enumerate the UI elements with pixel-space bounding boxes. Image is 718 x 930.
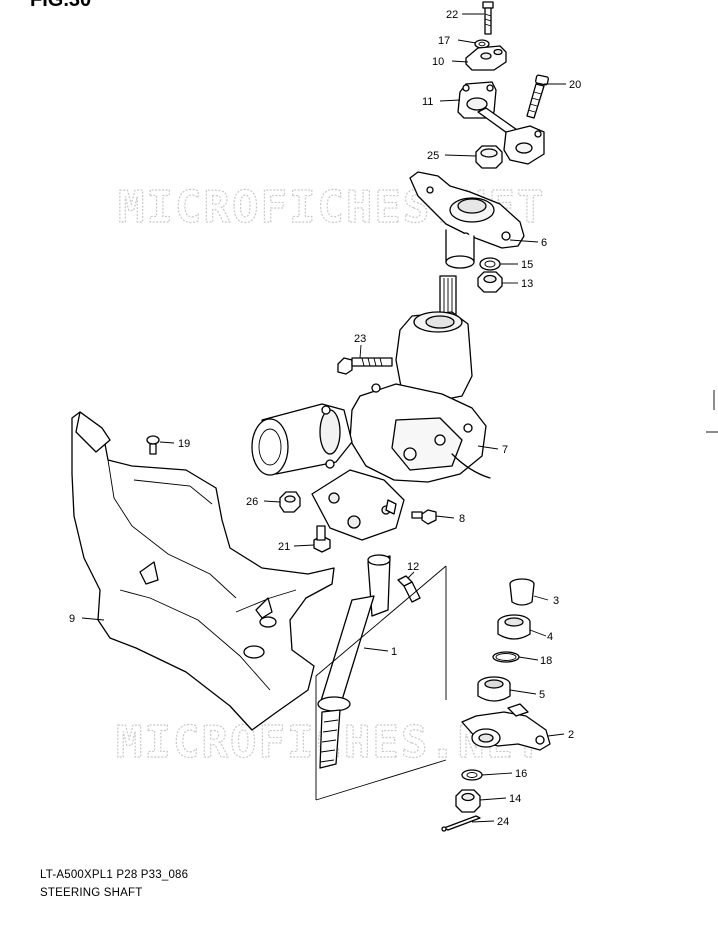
callout-3: 3 xyxy=(553,595,559,607)
nut-26-drawing xyxy=(279,491,301,513)
bolt-12-drawing xyxy=(397,575,421,603)
leader-lines xyxy=(81,13,566,823)
callout-8: 8 xyxy=(459,513,465,525)
shaft-group-bracket xyxy=(315,565,447,800)
washer-16-drawing xyxy=(461,769,483,781)
holder-cap-drawing xyxy=(465,45,507,71)
callout-18: 18 xyxy=(540,655,552,667)
callout-2: 2 xyxy=(568,729,574,741)
callout-24: 24 xyxy=(497,816,509,828)
bolt-23-drawing xyxy=(337,357,393,375)
callout-22: 22 xyxy=(446,9,458,21)
callout-6: 6 xyxy=(541,237,547,249)
callout-20: 20 xyxy=(569,79,581,91)
handlebar-holder-drawing xyxy=(457,81,545,165)
callout-7: 7 xyxy=(502,444,508,456)
steering-cover-drawing xyxy=(71,411,335,731)
callout-14: 14 xyxy=(509,793,521,805)
callout-13: 13 xyxy=(521,278,533,290)
callout-19: 19 xyxy=(178,438,190,450)
nut-13-drawing xyxy=(477,271,503,293)
callout-1: 1 xyxy=(391,646,397,658)
callout-9: 9 xyxy=(69,613,75,625)
bolt-20-drawing xyxy=(526,74,549,119)
washer-15-drawing xyxy=(479,257,501,271)
lower-bearing-drawing xyxy=(477,676,511,702)
callout-5: 5 xyxy=(539,689,545,701)
oil-seal-drawing xyxy=(497,614,531,640)
bolt-22-drawing xyxy=(482,1,494,35)
upper-holder-plate-drawing xyxy=(409,171,525,269)
steering-lever-knuckle-drawing xyxy=(461,703,551,751)
shaft-group-bracket xyxy=(315,759,447,801)
callout-15: 15 xyxy=(521,259,533,271)
figure-title: FIG.30 xyxy=(30,0,91,11)
section-name: STEERING SHAFT xyxy=(40,887,143,899)
callout-25: 25 xyxy=(427,150,439,162)
callout-10: 10 xyxy=(432,56,444,68)
callout-12: 12 xyxy=(407,561,419,573)
callout-4: 4 xyxy=(547,631,553,643)
cushion-drawing xyxy=(475,145,503,169)
o-ring-drawing xyxy=(492,651,520,663)
callout-26: 26 xyxy=(246,496,258,508)
screw-19-drawing xyxy=(146,435,160,455)
cotter-pin-drawing xyxy=(441,815,481,832)
callout-17: 17 xyxy=(438,35,450,47)
callout-23: 23 xyxy=(354,333,366,345)
callout-16: 16 xyxy=(515,768,527,780)
bolt-8-drawing xyxy=(411,509,437,525)
callout-21: 21 xyxy=(278,541,290,553)
bushing-drawing xyxy=(509,578,535,606)
nut-14-drawing xyxy=(455,789,481,813)
bolt-21-drawing xyxy=(313,525,331,553)
model-code: LT-A500XPL1 P28 P33_086 xyxy=(40,869,189,881)
callout-11: 11 xyxy=(422,96,433,108)
power-steering-unit-drawing xyxy=(251,275,491,541)
